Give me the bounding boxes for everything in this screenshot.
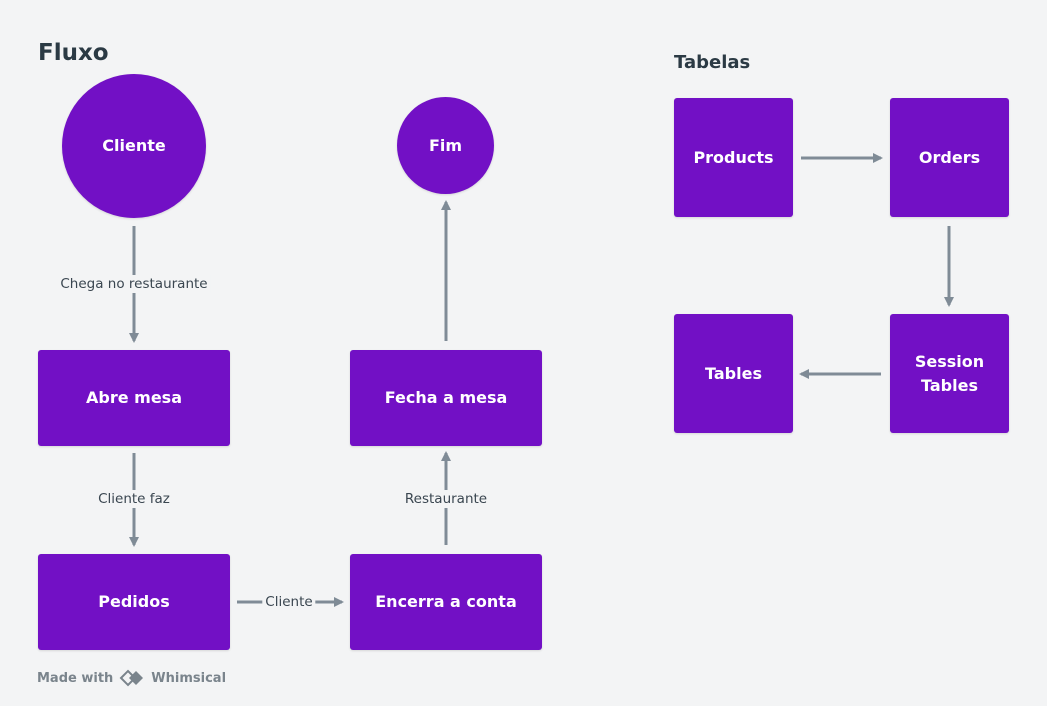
section-title-tabelas: Tabelas [674, 52, 751, 73]
section-title-fluxo: Fluxo [38, 40, 109, 66]
node-abre-mesa[interactable]: Abre mesa [38, 350, 230, 446]
edge-label-cliente-faz: Cliente faz [95, 490, 173, 508]
edge-label-chega-no-restaurante: Chega no restaurante [57, 275, 211, 293]
whimsical-logo-icon [119, 669, 145, 687]
node-session-tables[interactable]: Session Tables [890, 314, 1009, 433]
node-pedidos[interactable]: Pedidos [38, 554, 230, 650]
made-with-whimsical[interactable]: Made with Whimsical [37, 668, 226, 688]
node-session-tables-label: Session Tables [914, 351, 985, 395]
edge-label-cliente: Cliente [262, 593, 316, 611]
node-pedidos-label: Pedidos [98, 592, 170, 611]
node-cliente[interactable]: Cliente [62, 74, 206, 218]
node-cliente-label: Cliente [102, 136, 166, 155]
node-orders-label: Orders [918, 147, 981, 167]
node-tables-label: Tables [705, 363, 762, 383]
node-tables[interactable]: Tables [674, 314, 793, 433]
node-abre-mesa-label: Abre mesa [86, 388, 182, 407]
node-products[interactable]: Products [674, 98, 793, 217]
node-encerra-a-conta[interactable]: Encerra a conta [350, 554, 542, 650]
node-fecha-a-mesa[interactable]: Fecha a mesa [350, 350, 542, 446]
node-fecha-a-mesa-label: Fecha a mesa [384, 388, 508, 407]
node-products-label: Products [693, 147, 774, 167]
node-orders[interactable]: Orders [890, 98, 1009, 217]
whimsical-brand-label: Whimsical [151, 670, 227, 686]
node-fim[interactable]: Fim [397, 97, 494, 194]
node-encerra-a-conta-label: Encerra a conta [375, 592, 517, 611]
node-fim-label: Fim [428, 135, 463, 155]
edge-label-restaurante: Restaurante [401, 490, 491, 508]
made-with-label: Made with [37, 670, 114, 686]
